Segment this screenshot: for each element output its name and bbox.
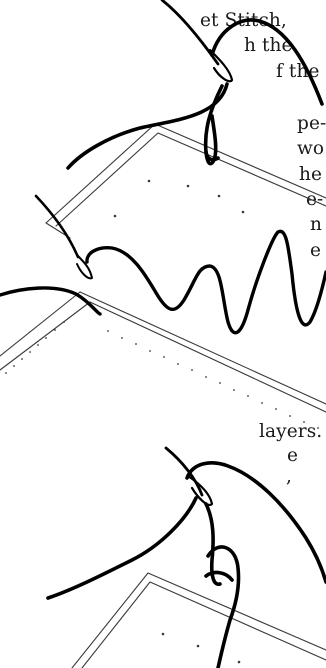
text-fragment-12: ,: [286, 466, 292, 487]
thread-upper: [66, 18, 324, 170]
fabric-middle-seam-dots: [5, 321, 319, 429]
needle-middle: [34, 194, 93, 280]
text-fragment-4: pe-: [297, 113, 326, 134]
text-fragment-7: e-: [306, 189, 324, 210]
text-fragment-9: e: [310, 240, 322, 261]
text-fragment-11: e: [287, 445, 299, 466]
needle-lower: [164, 446, 214, 506]
thread-lower: [46, 461, 326, 668]
fabric-middle: [0, 291, 326, 413]
text-fragment-8: n: [310, 214, 323, 235]
text-fragment-2: h the: [244, 35, 293, 56]
needle-upper: [160, 0, 234, 83]
thread-middle: [0, 229, 326, 335]
text-fragment-6: he: [299, 164, 323, 185]
fabric-lower: [71, 572, 326, 668]
fabric-upper: [45, 123, 326, 239]
fabric-upper-seam-dots: [113, 179, 245, 218]
text-fragment-5: wo: [297, 138, 325, 159]
text-fragment-10: layers.: [259, 421, 323, 442]
fabric-lower-seam-dots: [161, 632, 241, 664]
